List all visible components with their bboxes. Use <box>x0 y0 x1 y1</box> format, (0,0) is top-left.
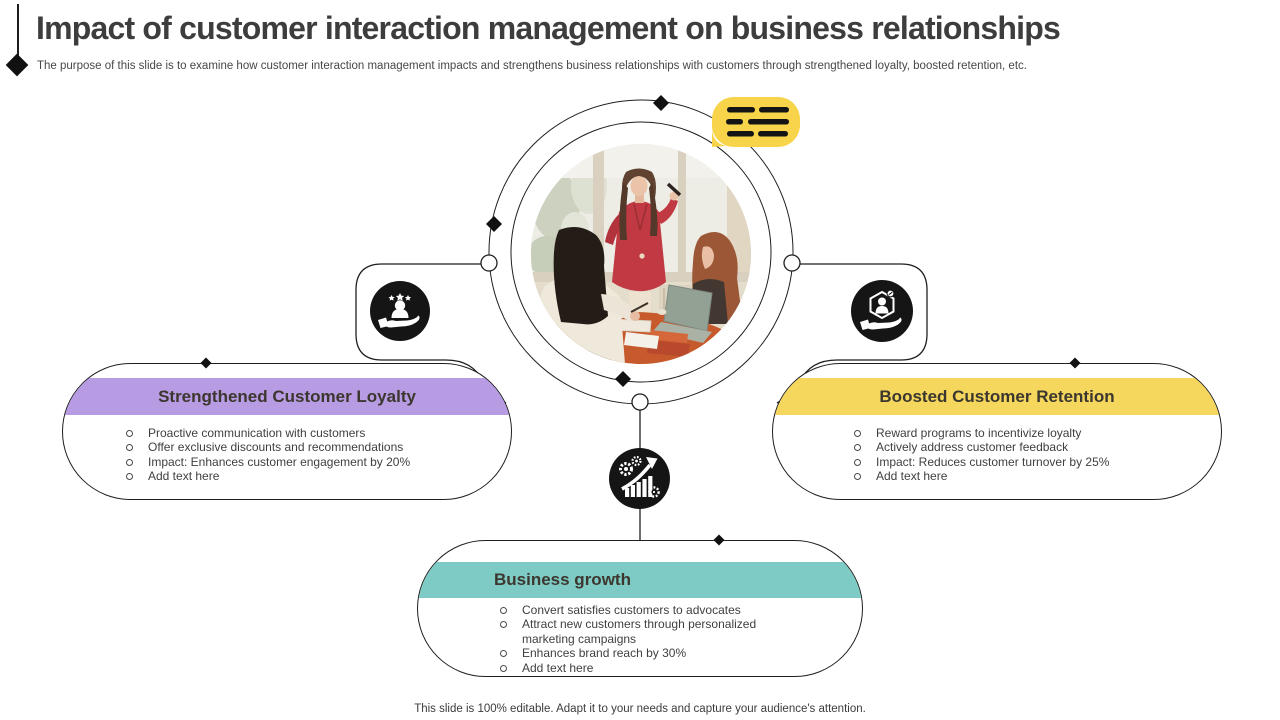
notes-badge <box>712 97 800 147</box>
list-item: Impact: Enhances customer engagement by … <box>124 455 484 469</box>
list-lines-icon <box>712 97 800 147</box>
retention-box-header: Boosted Customer Retention <box>773 378 1221 415</box>
list-item: Attract new customers through personaliz… <box>498 617 760 646</box>
title-accent-line <box>17 4 19 57</box>
ring-node-left <box>480 254 498 272</box>
list-item: Add text here <box>852 469 1202 483</box>
team-meeting-photo <box>531 144 751 364</box>
list-item: Impact: Reduces customer turnover by 25% <box>852 455 1202 469</box>
footer-note: This slide is 100% editable. Adapt it to… <box>414 703 866 715</box>
list-item: Actively address customer feedback <box>852 440 1202 454</box>
list-item: Convert satisfies customers to advocates <box>498 603 760 617</box>
slide-subtitle: The purpose of this slide is to examine … <box>37 60 1027 72</box>
growth-box-header: Business growth <box>418 562 862 598</box>
list-item: Enhances brand reach by 30% <box>498 646 760 660</box>
title-accent-diamond <box>5 53 29 77</box>
page-title: Impact of customer interaction managemen… <box>36 10 1061 46</box>
customer-retention-icon <box>851 280 913 347</box>
loyalty-bullet-list: Proactive communication with customers O… <box>124 426 484 484</box>
retention-box: Boosted Customer Retention Reward progra… <box>772 363 1222 500</box>
business-growth-icon <box>609 448 670 514</box>
list-item: Proactive communication with customers <box>124 426 484 440</box>
center-photo <box>531 144 751 364</box>
growth-box: Business growth Convert satisfies custom… <box>417 540 863 677</box>
loyalty-box-header: Strengthened Customer Loyalty <box>63 378 511 415</box>
list-item: Offer exclusive discounts and recommenda… <box>124 440 484 454</box>
list-item: Add text here <box>124 469 484 483</box>
ring-node-bottom <box>631 393 649 411</box>
growth-bullet-list: Convert satisfies customers to advocates… <box>498 603 760 675</box>
customer-loyalty-icon <box>370 281 430 346</box>
list-item: Add text here <box>498 661 760 675</box>
ring-node-right <box>783 254 801 272</box>
loyalty-box: Strengthened Customer Loyalty Proactive … <box>62 363 512 500</box>
retention-bullet-list: Reward programs to incentivize loyalty A… <box>852 426 1202 484</box>
list-item: Reward programs to incentivize loyalty <box>852 426 1202 440</box>
